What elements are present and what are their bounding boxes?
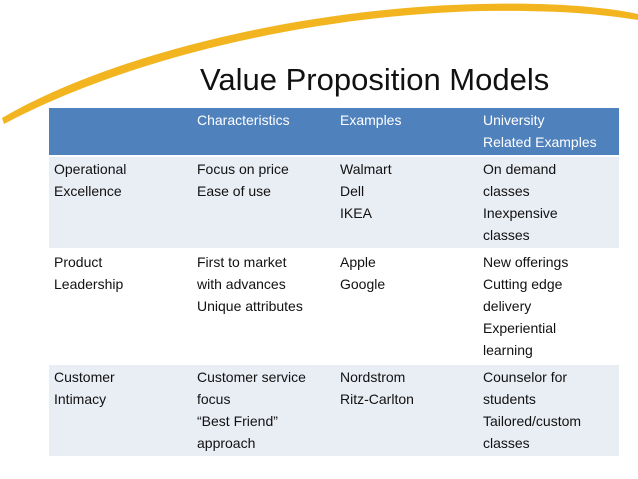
examples-cell: Nordstrom Ritz-Carlton xyxy=(335,363,478,456)
row-label-cell: Operational Excellence xyxy=(49,155,192,249)
table-row: Product Leadership First to market with … xyxy=(49,248,619,364)
characteristics-cell: Focus on price Ease of use xyxy=(192,155,335,249)
university-examples-cell: New offerings Cutting edge delivery Expe… xyxy=(478,248,619,364)
table-row: Operational Excellence Focus on price Ea… xyxy=(49,155,619,249)
row-label-cell: Product Leadership xyxy=(49,248,192,364)
examples-cell: Apple Google xyxy=(335,248,478,364)
characteristics-cell: First to market with advances Unique att… xyxy=(192,248,335,364)
university-examples-cell: Counselor for students Tailored/custom c… xyxy=(478,363,619,456)
page-title: Value Proposition Models xyxy=(200,62,550,97)
table-header-row: Characteristics Examples University Rela… xyxy=(49,108,619,156)
header-cell-examples: Examples xyxy=(335,108,478,156)
university-examples-cell: On demand classes Inexpensive classes xyxy=(478,155,619,249)
characteristics-cell: Customer service focus “Best Friend” app… xyxy=(192,363,335,456)
header-cell-university-related-examples: University Related Examples xyxy=(478,108,619,156)
header-cell-empty xyxy=(49,108,192,156)
examples-cell: Walmart Dell IKEA xyxy=(335,155,478,249)
value-proposition-table: Characteristics Examples University Rela… xyxy=(49,108,619,456)
row-label-cell: Customer Intimacy xyxy=(49,363,192,456)
header-cell-characteristics: Characteristics xyxy=(192,108,335,156)
decorative-swoosh xyxy=(2,3,638,124)
table-row: Customer Intimacy Customer service focus… xyxy=(49,363,619,456)
